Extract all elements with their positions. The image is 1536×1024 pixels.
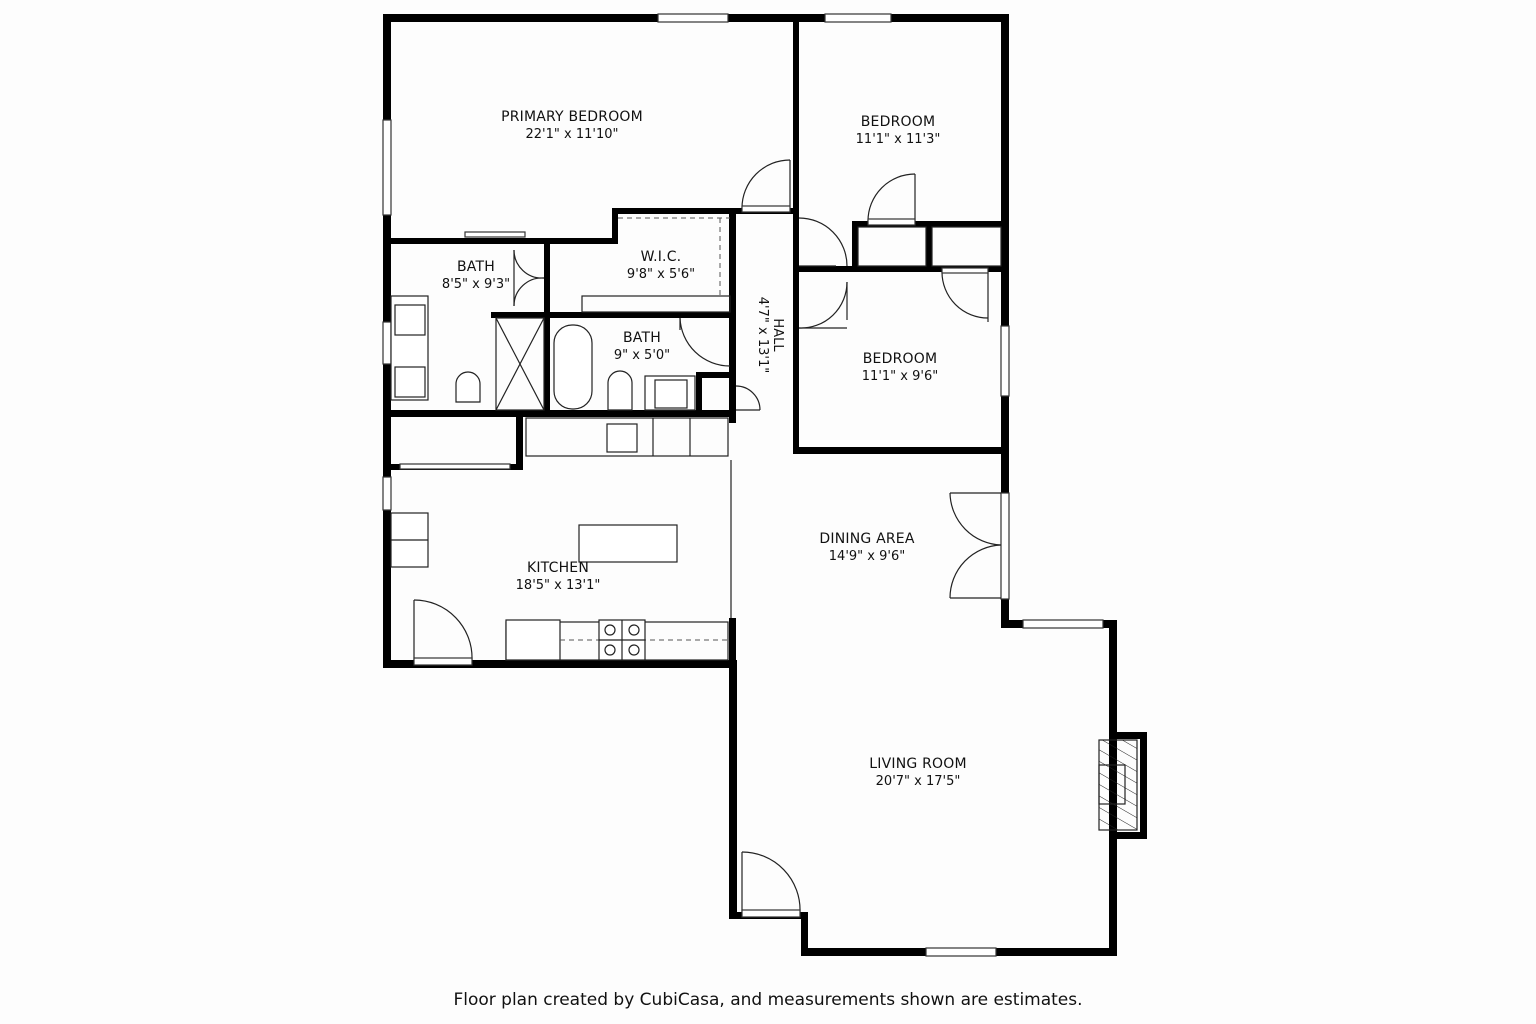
windows — [382, 13, 1104, 957]
room-label-bath-2: BATH 9" x 5'0" — [614, 329, 670, 365]
room-dimensions: 22'1" x 11'10" — [525, 127, 619, 142]
room-dimensions: 11'1" x 9'6" — [861, 369, 939, 384]
room-dimensions: 11'1" x 11'3" — [855, 132, 941, 147]
room-label-bath-1: BATH 8'5" x 9'3" — [442, 258, 510, 294]
room-label-primary-bedroom: PRIMARY BEDROOM 22'1" x 11'10" — [501, 108, 643, 144]
fireplace-icon — [1098, 739, 1138, 831]
fixtures — [390, 217, 1002, 661]
room-label-living-room: LIVING ROOM 20'7" x 17'5" — [869, 755, 966, 791]
room-label-kitchen: KITCHEN 18'5" x 13'1" — [516, 559, 601, 595]
room-name: BEDROOM — [860, 114, 936, 130]
room-dimensions: 8'5" x 9'3" — [441, 277, 511, 292]
room-name: W.I.C. — [640, 249, 682, 265]
room-dimensions: 20'7" x 17'5" — [875, 774, 961, 789]
room-name: BATH — [623, 330, 661, 346]
room-label-wic: W.I.C. 9'8" x 5'6" — [627, 248, 695, 284]
room-label-dining-area: DINING AREA 14'9" x 9'6" — [819, 530, 914, 566]
room-label-bedroom-1: BEDROOM 11'1" x 11'3" — [856, 113, 941, 149]
room-name: LIVING ROOM — [869, 756, 967, 772]
room-name: PRIMARY BEDROOM — [501, 109, 643, 125]
room-name: BEDROOM — [862, 351, 938, 367]
floorplan-caption: Floor plan created by CubiCasa, and meas… — [453, 990, 1083, 1010]
room-dimensions: 9" x 5'0" — [613, 348, 671, 363]
room-name: KITCHEN — [526, 560, 590, 576]
walls — [383, 14, 1147, 956]
room-name: HALL — [770, 318, 785, 352]
room-label-hall: HALL 4'7" x 13'1" — [755, 297, 785, 373]
doors — [413, 159, 1002, 918]
room-dimensions: 14'9" x 9'6" — [828, 549, 906, 564]
room-label-bedroom-2: BEDROOM 11'1" x 9'6" — [862, 350, 938, 386]
room-name: BATH — [457, 259, 495, 275]
room-dimensions: 9'8" x 5'6" — [626, 267, 696, 282]
room-name: DINING AREA — [819, 531, 915, 547]
room-dimensions: 4'7" x 13'1" — [755, 296, 770, 374]
room-dimensions: 18'5" x 13'1" — [515, 578, 601, 593]
